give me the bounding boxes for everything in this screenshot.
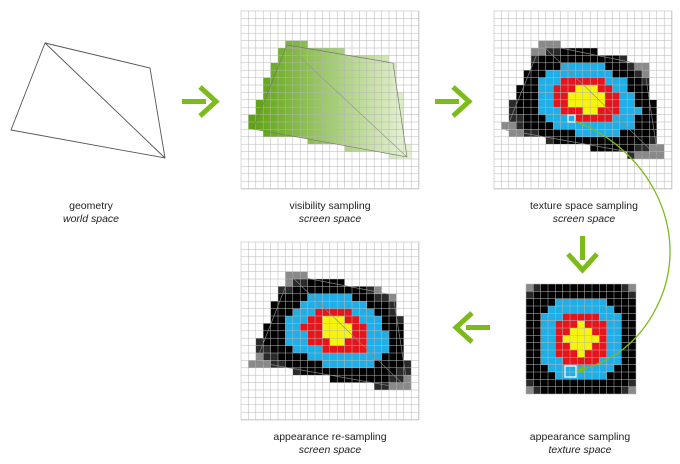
- curved-sample-arrowhead: [576, 365, 584, 373]
- caption-resampling: appearance re-sampling screen space: [240, 431, 420, 457]
- geometry-quad: [10, 42, 166, 159]
- caption-appearance-sampling-space: texture space: [548, 444, 612, 456]
- arrow-texture-space-to-appearance: [566, 236, 599, 274]
- flow-arrows: [182, 85, 671, 373]
- caption-visibility-space: screen space: [298, 213, 362, 225]
- arrow-geometry-to-visibility: [182, 85, 220, 118]
- texture-sample-marker: [564, 365, 577, 378]
- caption-appearance-sampling-title: appearance sampling: [529, 431, 631, 443]
- visibility-diagonal: [286, 44, 408, 158]
- caption-texture-space: texture space sampling screen space: [494, 200, 674, 226]
- geometry-diagonal: [44, 42, 166, 159]
- visibility-grid: [240, 10, 420, 190]
- caption-geometry: geometry world space: [1, 200, 181, 226]
- caption-appearance-sampling: appearance sampling texture space: [490, 431, 670, 457]
- resampling-diagonal: [289, 274, 409, 390]
- caption-geometry-title: geometry: [69, 200, 113, 212]
- caption-resampling-space: screen space: [298, 444, 362, 456]
- caption-resampling-title: appearance re-sampling: [273, 431, 387, 443]
- texture-space-diagonal: [540, 43, 659, 158]
- texture-space-grid: [493, 10, 673, 190]
- geometry-panel: [10, 42, 166, 159]
- texture-grid: [525, 283, 637, 395]
- texture-space-sample-marker: [567, 114, 576, 123]
- visibility-panel: [240, 10, 420, 190]
- appearance-sampling-panel: [525, 283, 637, 395]
- texture-space-panel: [493, 10, 673, 190]
- caption-geometry-space: world space: [62, 213, 120, 225]
- caption-texture-space-space: screen space: [552, 213, 616, 225]
- arrow-visibility-to-texture-space: [435, 85, 473, 118]
- curved-sample-arrow: [574, 120, 671, 372]
- caption-visibility-title: visibility sampling: [289, 200, 371, 212]
- resampling-panel: [240, 241, 420, 421]
- caption-texture-space-title: texture space sampling: [530, 200, 638, 212]
- resampling-grid: [240, 241, 420, 421]
- arrow-appearance-to-resampling: [452, 311, 490, 344]
- caption-visibility: visibility sampling screen space: [240, 200, 420, 226]
